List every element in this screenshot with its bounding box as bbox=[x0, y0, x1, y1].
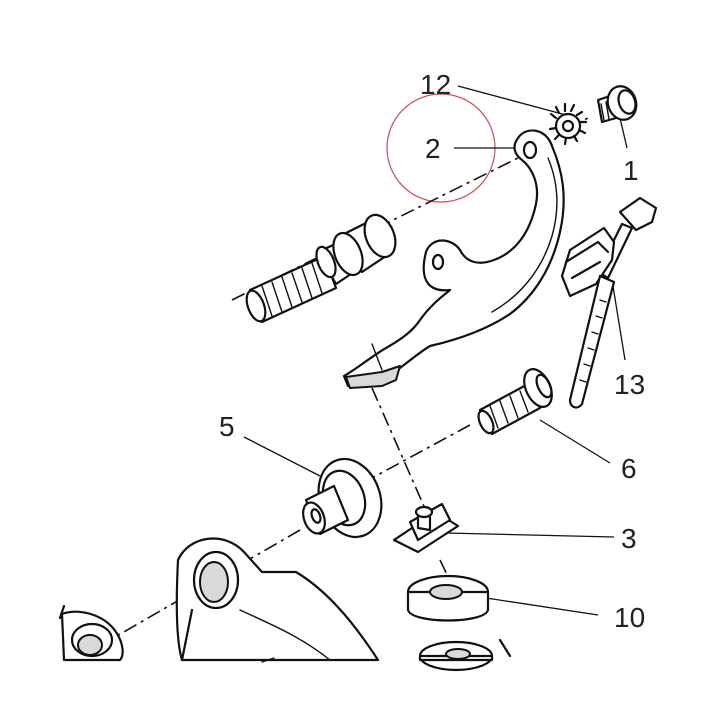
lower-housing bbox=[175, 537, 380, 663]
callout-5: 5 bbox=[219, 411, 235, 442]
part-13-cable-tie bbox=[560, 196, 658, 409]
callout-12: 12 bbox=[420, 69, 451, 100]
part-3-clip-nut bbox=[392, 502, 460, 554]
part-1-screw bbox=[596, 85, 638, 124]
part-2-bracket bbox=[342, 129, 565, 389]
callout-3: 3 bbox=[621, 523, 637, 554]
part-12-lock-washer bbox=[548, 102, 588, 146]
callout-2: 2 bbox=[425, 133, 441, 164]
part-6-bolt bbox=[477, 368, 553, 436]
part-10-grommet bbox=[406, 574, 512, 672]
callout-1: 1 bbox=[623, 155, 639, 186]
callout-10: 10 bbox=[614, 602, 645, 633]
callout-13: 13 bbox=[614, 369, 645, 400]
leader-lines bbox=[243, 85, 628, 616]
callout-labels: 12 2 1 13 5 6 3 10 bbox=[219, 69, 645, 633]
stud-bolt bbox=[245, 213, 397, 324]
callout-6: 6 bbox=[621, 453, 637, 484]
left-edge-part bbox=[58, 604, 124, 662]
part-5-bushing bbox=[302, 457, 383, 539]
